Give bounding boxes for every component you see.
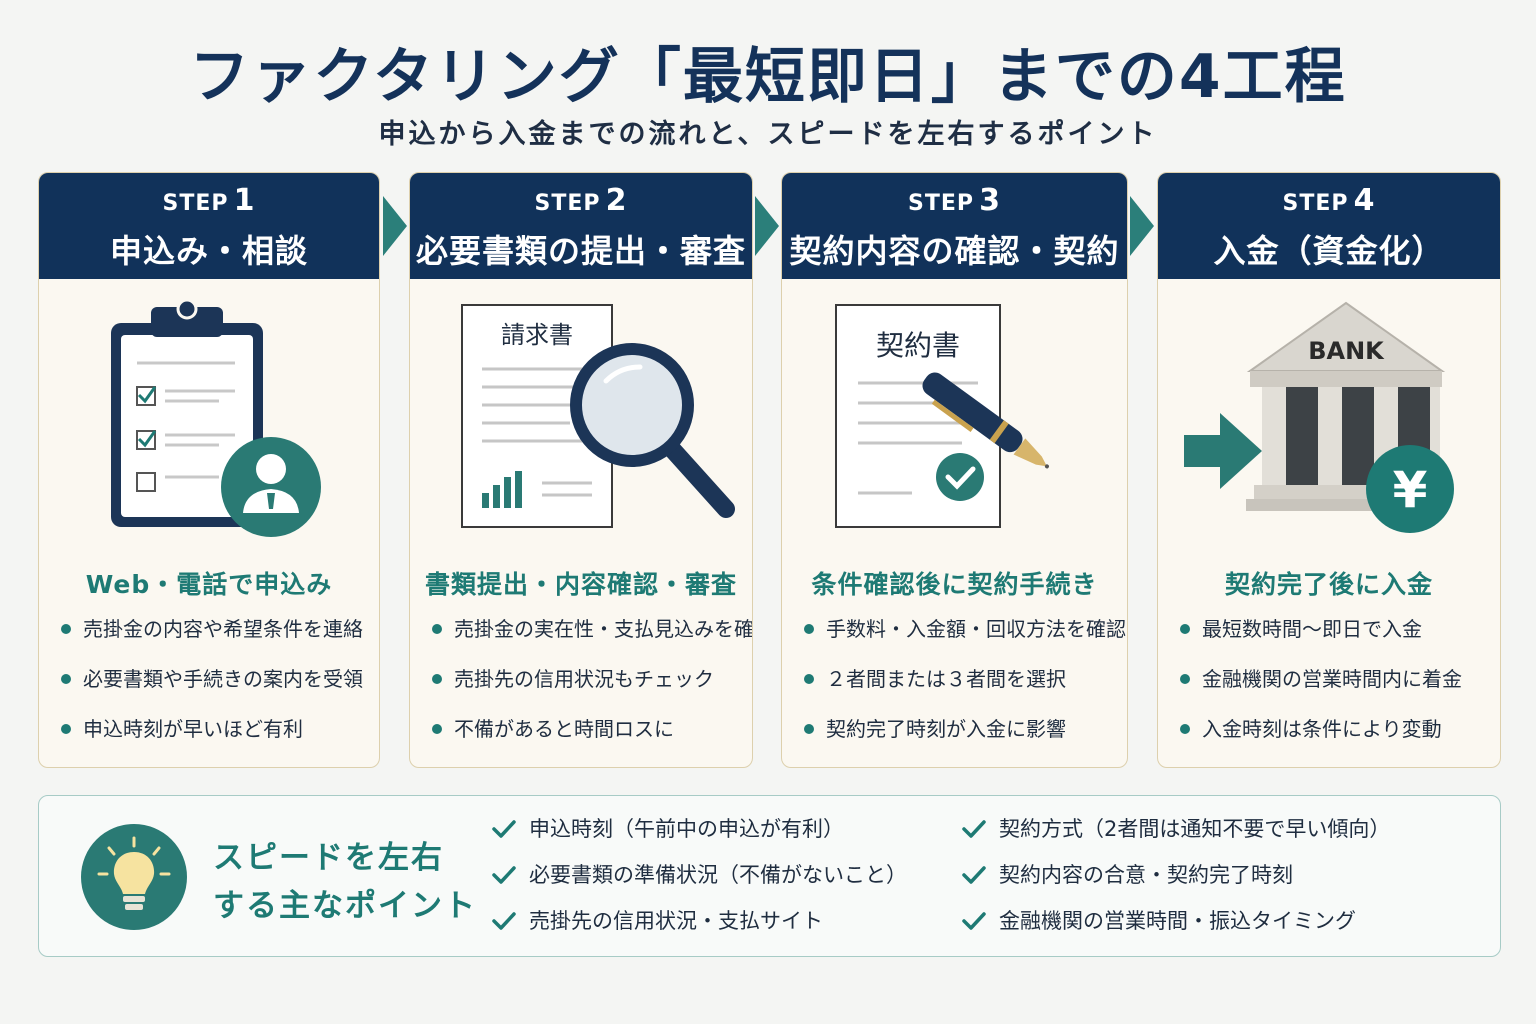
list-item: 申込時刻が早いほど有利 [59,717,369,767]
list-item: 売掛先の信用状況・支払サイト [491,908,907,954]
step-4-name: 入金（資金化） [1213,232,1445,270]
check-icon [492,912,516,930]
clipboard-icon [39,287,379,547]
list-item: 手数料・入金額・回収方法を確認 [802,617,1126,667]
step-arrow-icon [755,196,779,256]
list-item: 金融機関の営業時間・振込タイミング [961,908,1390,954]
list-item: 売掛金の実在性・支払見込みを確認 [430,617,752,667]
points-right-list: 契約方式（2者間は通知不要で早い傾向） 契約内容の合意・契約完了時刻 金融機関の… [961,816,1390,954]
list-item: 最短数時間～即日で入金 [1178,617,1490,667]
list-item: 契約方式（2者間は通知不要で早い傾向） [961,816,1390,862]
list-item: 入金時刻は条件により変動 [1178,717,1490,767]
step-arrow-icon [1130,196,1154,256]
points-title: スピードを左右 する主なポイント [213,840,477,924]
step-4-bullets: 最短数時間～即日で入金 金融機関の営業時間内に着金 入金時刻は条件により変動 [1178,617,1490,767]
check-icon [962,866,986,884]
check-icon [492,820,516,838]
list-item: 売掛先の信用状況もチェック [430,667,742,717]
check-icon [962,820,986,838]
list-item: 契約内容の合意・契約完了時刻 [961,862,1390,908]
lightbulb-icon [81,824,187,930]
speed-points-panel: スピードを左右 する主なポイント 申込時刻（午前中の申込が有利） 必要書類の準備… [38,795,1501,957]
invoice-title: 請求書 [501,321,573,349]
list-item: ２者間または３者間を選択 [802,667,1117,717]
check-icon [962,912,986,930]
list-item: 必要書類の準備状況（不備がないこと） [491,862,907,908]
invoice-magnifier-icon: 請求書 [410,287,752,547]
step-1-name: 申込み・相談 [109,232,308,270]
check-icon [492,866,516,884]
bank-label: BANK [1308,337,1385,365]
step-2-bullets: 売掛金の実在性・支払見込みを確認 売掛先の信用状況もチェック 不備があると時間ロ… [430,617,752,767]
page-title: ファクタリング「最短即日」までの4工程 [189,42,1347,112]
list-item: 不備があると時間ロスに [430,717,742,767]
bank-icon: BANK ¥ [1158,287,1500,547]
list-item: 契約完了時刻が入金に影響 [802,717,1117,767]
yen-icon: ¥ [1393,461,1428,519]
contract-pen-icon: 契約書 [782,287,1127,547]
points-left-list: 申込時刻（午前中の申込が有利） 必要書類の準備状況（不備がないこと） 売掛先の信… [491,816,907,954]
step-arrow-icon [383,196,407,256]
step-2-heading: 書類提出・内容確認・審査 [424,570,737,599]
step-3-name: 契約内容の確認・契約 [789,232,1120,270]
step-1-heading: Web・電話で申込み [85,570,333,599]
step-4-heading: 契約完了後に入金 [1224,570,1433,599]
step-1-bullets: 売掛金の内容や希望条件を連絡 必要書類や手続きの案内を受領 申込時刻が早いほど有… [59,617,369,767]
step-3-bullets: 手数料・入金額・回収方法を確認 ２者間または３者間を選択 契約完了時刻が入金に影… [802,617,1126,767]
list-item: 売掛金の内容や希望条件を連絡 [59,617,369,667]
page-subtitle: 申込から入金までの流れと、スピードを左右するポイント [378,119,1158,150]
list-item: 申込時刻（午前中の申込が有利） [491,816,907,862]
list-item: 必要書類や手続きの案内を受領 [59,667,369,717]
list-item: 金融機関の営業時間内に着金 [1178,667,1490,717]
step-3-heading: 条件確認後に契約手続き [811,570,1098,599]
contract-title: 契約書 [876,329,960,362]
step-2-name: 必要書類の提出・審査 [415,232,746,270]
